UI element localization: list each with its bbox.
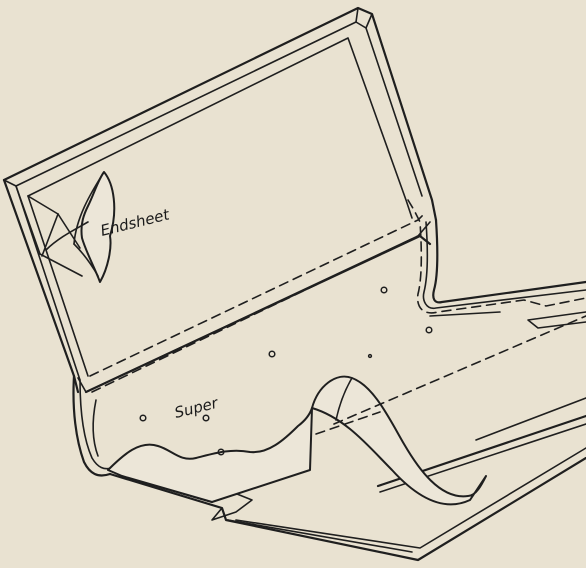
super-label: Super: [173, 394, 221, 422]
endsheet-fold-dashes: [90, 212, 426, 376]
spine: [73, 200, 586, 476]
upright-cover-board: [4, 8, 436, 392]
